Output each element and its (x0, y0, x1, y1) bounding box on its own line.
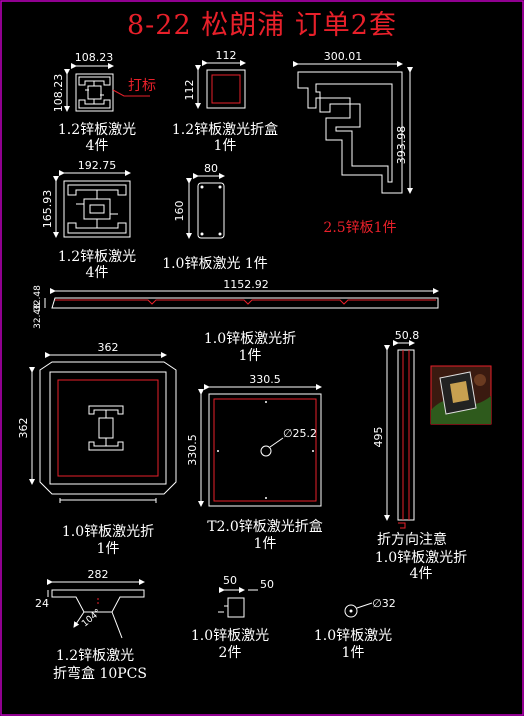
part-10-drawing (47, 579, 145, 639)
p11-width2-dim: 50 (260, 578, 274, 591)
p7-width-dim: 362 (98, 341, 119, 354)
p6-qty: 1件 (238, 348, 262, 364)
p2-spec: 1.2锌板激光折盒 (171, 122, 279, 138)
p4-qty: 4件 (85, 265, 109, 281)
p5-height-dim: 160 (173, 201, 186, 222)
p6-height-dim-2: 32.48 (33, 303, 43, 329)
product-photo-thumbnail (430, 365, 492, 425)
p4-spec: 1.2锌板激光 (57, 249, 137, 265)
p5-spec: 1.0锌板激光 1件 (162, 256, 268, 272)
p6-spec: 1.0锌板激光折 (203, 331, 297, 347)
p12-qty: 1件 (341, 645, 365, 661)
part-3-drawing (293, 61, 413, 194)
part-2-drawing (195, 60, 246, 109)
p1-width-dim: 108.23 (75, 51, 114, 64)
p3-note: 2.5锌板1件 (323, 220, 397, 236)
p11-spec: 1.0锌板激光 (190, 628, 270, 644)
p6-length-dim: 1152.92 (223, 278, 269, 291)
part-6-drawing (44, 288, 439, 309)
p8-qty: 1件 (253, 536, 277, 552)
p7-qty: 1件 (96, 541, 120, 557)
p12-spec: 1.0锌板激光 (313, 628, 393, 644)
p1-callout: 打标 (128, 78, 156, 94)
p10-qty: 折弯盒 10PCS (53, 666, 147, 682)
order-title: 8-22 松朗浦 订单2套 (126, 10, 397, 41)
p1-height-dim: 108.23 (52, 74, 65, 113)
p8-spec: T2.0锌板激光折盒 (207, 519, 323, 535)
p9-width-dim: 50.8 (395, 329, 420, 342)
part-5-drawing (186, 173, 225, 239)
p8-height-dim: 330.5 (186, 434, 199, 466)
p10-height-dim: 24 (35, 597, 49, 610)
p4-width-dim: 192.75 (78, 159, 117, 172)
p9-spec: 1.0锌板激光折 (374, 550, 468, 566)
p7-spec: 1.0锌板激光折 (61, 524, 155, 540)
p2-height-dim: 112 (183, 80, 196, 101)
part-11-drawing (218, 587, 258, 618)
p8-width-dim: 330.5 (249, 373, 281, 386)
p3-height-dim: 393.98 (395, 126, 408, 165)
p9-note: 折方向注意 (377, 532, 447, 548)
part-4-drawing (53, 170, 131, 238)
p9-height-dim: 495 (372, 427, 385, 448)
p10-spec: 1.2锌板激光 (55, 648, 135, 664)
p7-height-dim: 362 (17, 418, 30, 439)
part-12-drawing (344, 602, 373, 618)
p3-width-dim: 300.01 (324, 50, 363, 63)
p1-qty: 4件 (85, 138, 109, 154)
part-8-drawing (198, 384, 322, 507)
p11-width-dim: 50 (223, 574, 237, 587)
p1-spec: 1.2锌板激光 (57, 122, 137, 138)
part-7-drawing (29, 352, 177, 503)
part-9-drawing (384, 340, 415, 529)
p12-diameter-dim: ∅32 (372, 597, 396, 610)
p6-height-dim-1: 32.48 (33, 285, 43, 311)
p2-qty: 1件 (213, 138, 237, 154)
p4-height-dim: 165.93 (41, 190, 54, 229)
p10-width-dim: 282 (88, 568, 109, 581)
p5-width-dim: 80 (204, 162, 218, 175)
part-1-drawing (64, 63, 150, 112)
p11-qty: 2件 (218, 645, 242, 661)
p9-qty: 4件 (409, 566, 433, 582)
p8-hole-dim: ∅25.2 (283, 427, 317, 440)
p2-width-dim: 112 (216, 49, 237, 62)
